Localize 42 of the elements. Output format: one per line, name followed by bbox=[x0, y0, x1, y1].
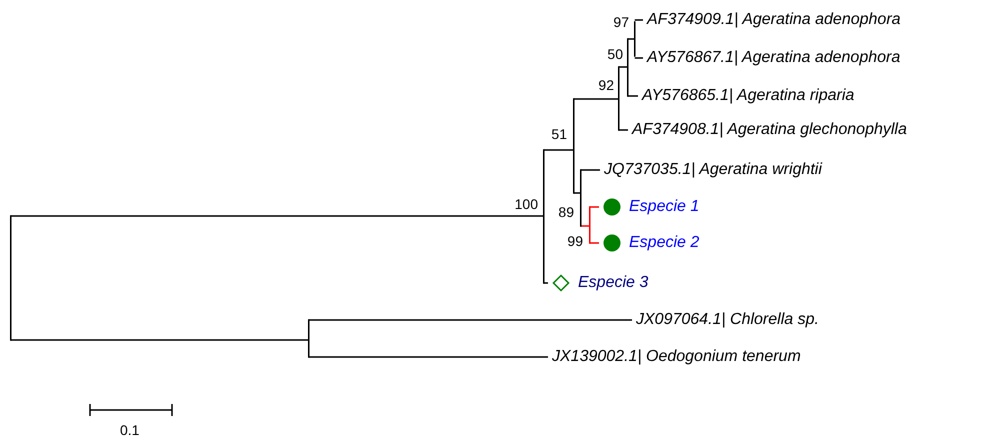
taxon-label: JQ737035.1| Ageratina wrightii bbox=[600, 159, 822, 181]
branch-line bbox=[580, 169, 600, 171]
branch-line bbox=[574, 98, 618, 100]
bootstrap-value: 97 bbox=[613, 14, 629, 30]
branch-line bbox=[590, 206, 599, 208]
bootstrap-value: 100 bbox=[514, 196, 538, 212]
branch-node-line bbox=[10, 215, 12, 341]
branch-line bbox=[544, 149, 573, 151]
bootstrap-value: 51 bbox=[551, 126, 567, 142]
branch-node-line bbox=[308, 319, 310, 358]
branch-line bbox=[10, 339, 308, 341]
branch-line bbox=[580, 225, 589, 227]
taxon-label: Especie 1 bbox=[629, 197, 700, 217]
taxon-label: JX139002.1| Oedogonium tenerum bbox=[548, 346, 801, 368]
branch-line bbox=[308, 319, 632, 321]
branch-node-line bbox=[543, 149, 544, 284]
taxon-label: JX097064.1| Chlorella sp. bbox=[632, 309, 819, 331]
branch-node-line bbox=[618, 66, 620, 131]
branch-node-line bbox=[589, 206, 590, 244]
bootstrap-value: 89 bbox=[558, 204, 574, 220]
scale-label: 0.1 bbox=[120, 422, 140, 438]
branch-node-line bbox=[634, 21, 636, 57]
branch-line bbox=[628, 95, 638, 97]
bootstrap-value: 99 bbox=[567, 233, 583, 249]
bootstrap-value: 92 bbox=[598, 77, 614, 93]
branch-line bbox=[618, 129, 628, 131]
branch-line bbox=[634, 19, 643, 21]
branch-line bbox=[634, 57, 643, 59]
branch-node-line bbox=[580, 169, 582, 227]
branch-line bbox=[618, 66, 627, 68]
branch-line bbox=[308, 356, 548, 358]
branch-line bbox=[10, 215, 543, 217]
taxon-label: Especie 3 bbox=[578, 273, 648, 293]
taxon-label: Especie 2 bbox=[629, 233, 700, 253]
bootstrap-value: 50 bbox=[607, 46, 623, 62]
taxon-label: AY576865.1| Ageratina riparia bbox=[638, 85, 854, 107]
branch-node-line bbox=[627, 38, 628, 97]
taxon-label: AF374908.1| Ageratina glechonophylla bbox=[628, 119, 907, 141]
branch-line bbox=[590, 242, 599, 244]
taxon-label: AY576867.1| Ageratina adenophora bbox=[643, 47, 900, 69]
taxon-label: AF374909.1| Ageratina adenophora bbox=[643, 9, 901, 31]
branch-node-line bbox=[573, 98, 574, 194]
